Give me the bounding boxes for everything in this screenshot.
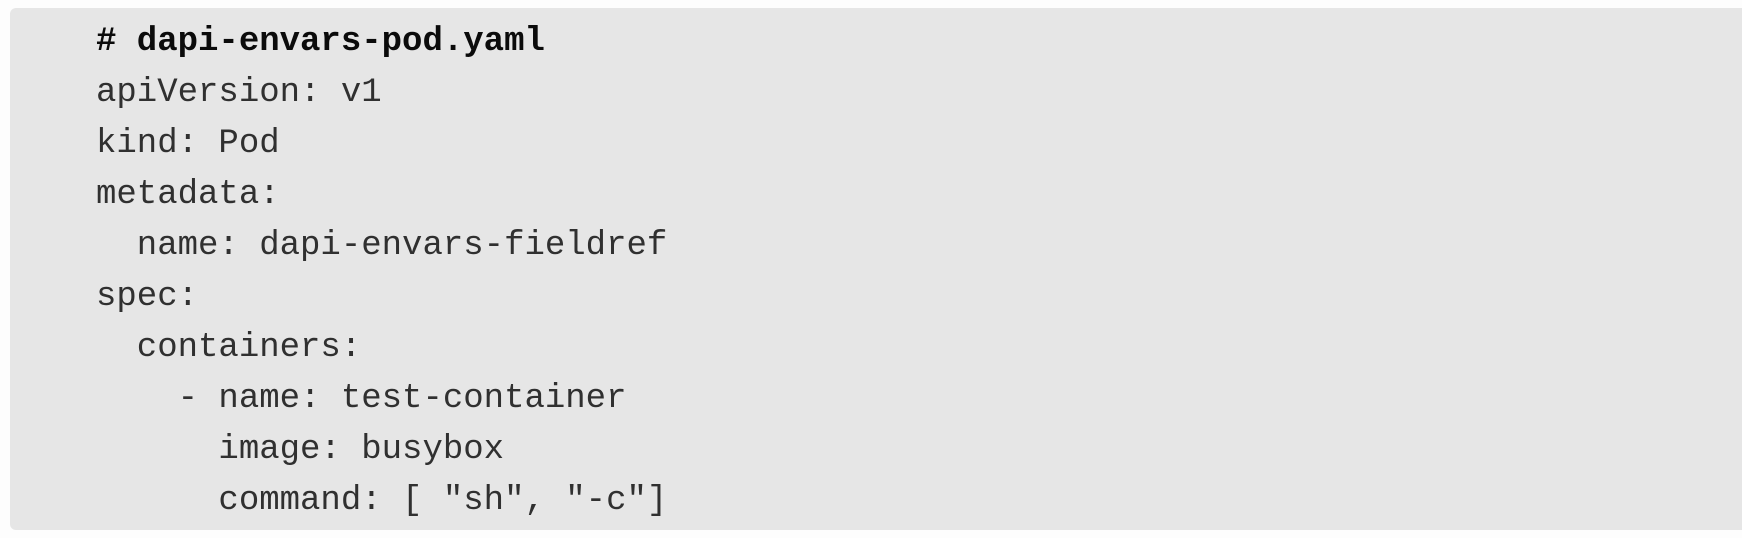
code-line-spec: spec: [96,278,199,316]
code-line-metadata: metadata: [96,176,280,214]
code-line-containers: containers: [96,329,362,367]
code-line-image: image: busybox [96,431,505,469]
code-line-filename-comment: # dapi-envars-pod.yaml [96,23,545,61]
yaml-code-block: # dapi-envars-pod.yaml apiVersion: v1 ki… [10,8,1742,530]
code-line-name: name: dapi-envars-fieldref [96,227,668,265]
code-line-container-name: - name: test-container [96,380,627,418]
code-line-command: command: [ "sh", "-c"] [96,482,668,520]
code-line-kind: kind: Pod [96,125,280,163]
code-line-apiversion: apiVersion: v1 [96,74,382,112]
